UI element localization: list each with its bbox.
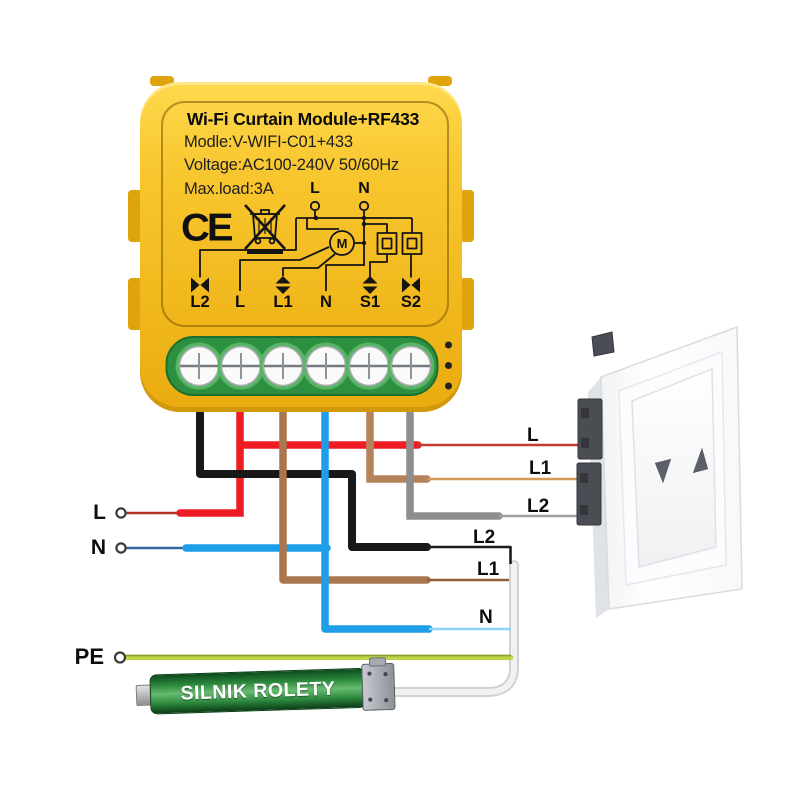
motor-cable: [388, 560, 519, 697]
motor-label: SILNIK ROLETY: [180, 677, 336, 705]
terminal-label-l: L: [234, 293, 246, 311]
terminal-label-l1: L1: [273, 293, 293, 311]
cable-wire-n-label: N: [479, 607, 493, 628]
motor-symbol-circle: [329, 230, 355, 256]
switch-rocker: [631, 367, 717, 568]
module-model-line: Modle:V-WIFI-C01+433: [184, 133, 353, 151]
module-voltage-line: Voltage:AC100-240V 50/60Hz: [184, 156, 399, 174]
earth-terminal-point: [113, 651, 127, 664]
module-clip-tab: [128, 190, 142, 242]
terminal-diamond-icon: [362, 276, 378, 294]
terminal-label-s2: S2: [400, 293, 422, 311]
module-clip-tab: [128, 278, 142, 330]
terminal-bowtie-icon: [191, 277, 209, 293]
l1-wire-brown: [279, 396, 509, 584]
cable-wire-l2-label: L2: [473, 527, 496, 548]
terminal-diamond-icon: [275, 276, 291, 294]
terminal-block: [165, 336, 452, 396]
switch-terminal-blocks: [576, 331, 615, 526]
terminal-label-n: N: [320, 293, 332, 311]
neutral-wire-blue: [321, 396, 511, 633]
switch-mount-tab: [591, 331, 615, 357]
module-inner-panel: [161, 101, 449, 327]
module-top-nub: [150, 76, 174, 86]
earth-wire: [123, 654, 514, 660]
module-maxload-line: Max.load:3A: [184, 180, 274, 198]
weee-crossed-bin-icon: [244, 204, 286, 254]
led-dots: [445, 341, 452, 390]
l2-wire-black: [196, 396, 512, 564]
switch-wire-l2-label: L2: [527, 496, 550, 517]
module-title: Wi-Fi Curtain Module+RF433: [186, 109, 420, 129]
switch-wire-l1-label: L1: [529, 458, 552, 479]
terminal-bowtie-icon: [402, 277, 420, 293]
neutral-terminal-point: [115, 542, 127, 554]
mains-terminal-points: [113, 507, 127, 664]
mains-neutral-label: N: [90, 536, 106, 559]
module-clip-tab: [460, 190, 474, 242]
terminal-label-l2: L2: [190, 293, 210, 311]
switch-wire-live-label: L: [527, 425, 539, 446]
module-circuit-diagram: [199, 200, 423, 291]
terminal-label-s1: S1: [359, 293, 381, 311]
screw-terminals: [175, 342, 435, 390]
module-pin-neutral-label: N: [358, 180, 370, 197]
motor-symbol: M: [337, 236, 348, 251]
module-pin-live-label: L: [310, 180, 320, 197]
live-wire-red: [123, 396, 592, 517]
roller-shutter-motor: SILNIK ROLETY: [135, 660, 399, 722]
cable-wire-l1-label: L1: [477, 559, 500, 580]
module-clip-tab: [460, 278, 474, 330]
terminal-symbols: [191, 276, 420, 294]
mains-earth-label: PE: [74, 644, 104, 669]
module-top-nub: [428, 76, 452, 86]
wall-switch: [576, 325, 743, 618]
mains-live-label: L: [93, 501, 106, 524]
ce-mark-icon: CE: [181, 206, 234, 250]
motor-connector: [361, 662, 396, 711]
motor-tube: SILNIK ROLETY: [149, 667, 367, 715]
live-terminal-point: [115, 507, 127, 519]
